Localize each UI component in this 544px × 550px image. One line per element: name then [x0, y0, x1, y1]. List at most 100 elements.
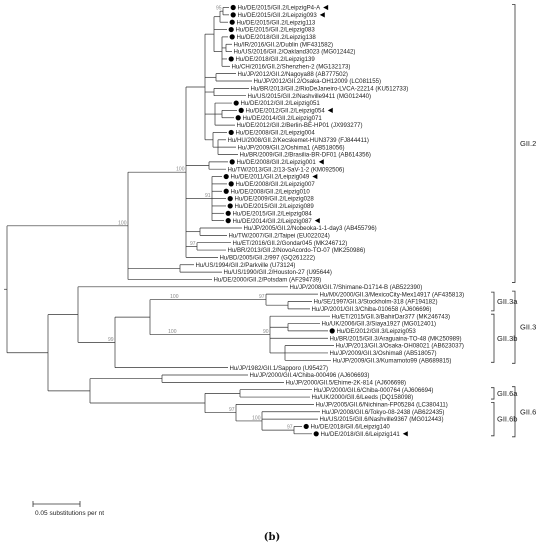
highlight-arrow-icon	[318, 159, 324, 165]
genogroup-label-gii3b: GII.3b	[497, 334, 517, 343]
leaf-label: Hu/JP/2012/GII.2/Osaka-OH12009 (LC081155…	[254, 78, 382, 85]
leaf-label: Hu/DE/2015/GII.2/Leipzig113	[237, 19, 316, 26]
leaf-label: Hu/ET/2015/GII.3/BahirDar377 (MK246743)	[332, 313, 451, 320]
bootstrap-value: 97	[190, 241, 196, 247]
bootstrap-value: 95	[216, 6, 222, 12]
study-strain-marker	[228, 26, 234, 33]
leaf-label: Hu/US/1994/GII.2/Parkville (U73124)	[196, 262, 296, 269]
leaf-label: Hu/DE/2008/GII.2/Leipzig004	[236, 130, 316, 137]
study-strain-marker	[238, 107, 244, 113]
leaf-label: Hu/JP/2008/GII.7/Shimane-D1714-B (AB5223…	[290, 284, 423, 291]
leaf-label: Hu/DE/2018/GII.6/Leipzig141	[321, 431, 401, 438]
leaf-label: Hu/TW/2013/GII.2/13-SaV-1-2 (KM092506)	[228, 166, 345, 173]
leaf-label: Hu/JP/2009/GII.3/Kumamoto99 (AB689815)	[333, 357, 452, 364]
study-strain-marker	[233, 100, 239, 106]
bootstrap-value: 97	[259, 294, 265, 300]
study-strain-marker	[303, 423, 309, 430]
leaf-label: Hu/DE/2018/GII.2/Leipzig139	[236, 56, 316, 63]
leaf-label: Hu/BD/2005/GII.2/997 (GQ261222)	[220, 255, 316, 262]
leaf-label: Hu/JP/2008/GII.6/Tokyo-08-2438 (AB622435…	[322, 409, 445, 416]
bootstrap-value: 97	[287, 425, 293, 431]
leaf-label: Hu/UK/2000/GII.6/Leeds (DQ158098)	[312, 394, 414, 401]
leaf-label: Hu/DE/2000/GII.2/Potsdam (AF294739)	[214, 277, 322, 284]
leaf-label: Hu/JP/2012/GII.2/Nagoya88 (AB777502)	[238, 71, 348, 78]
leaf-label: Hu/IR/2016/GII.2/Dublin (MF431582)	[234, 41, 334, 48]
figure-caption: (b)	[263, 532, 281, 543]
leaf-label: Hu/TW/2007/GII.2/Taipei (EU022024)	[229, 232, 330, 239]
leaf-label: Hu/DE/2015/GII.2/Leipzig089	[235, 203, 315, 210]
leaf-label: Hu/HU/2008/GII.2/Kecskemet-HUN3739 (FJ84…	[228, 137, 369, 144]
leaf-label: Hu/UK/2006/GII.3/Siaya1927 (MG012401)	[322, 321, 437, 328]
highlight-arrow-icon	[312, 173, 318, 180]
leaf-label: Hu/BR/2015/GII.3/Araguaina-TO-48 (MK2509…	[330, 335, 462, 342]
leaf-label: Hu/DE/2011/GII.2/Leipzig049	[231, 174, 310, 181]
leaf-label: Hu/CH/2016/GII.2/Shenzhen-2 (MG132173)	[232, 63, 351, 70]
study-strain-marker	[227, 203, 233, 209]
leaf-label: Hu/JP/2000/GII.5/Ehime-2K-814 (AJ606698)	[286, 379, 407, 386]
tree-branches	[4, 7, 334, 435]
leaf-label: Hu/DE/2012/GII.2/Leipzig051	[241, 100, 321, 107]
bootstrap-value: 100	[170, 294, 179, 300]
highlight-arrow-icon	[319, 12, 325, 18]
genogroup-label-gii3: GII.3	[520, 323, 536, 332]
leaf-label: Hu/DE/2008/GII.2/Leipzig010	[231, 188, 311, 195]
leaf-label: Hu/BR/2013/GII.2/NovoAcordo-TO-07 (MK250…	[228, 247, 366, 254]
leaf-label: Hu/JP/2013/GII.3/Osaka-OH08021 (AB623037…	[336, 343, 464, 350]
study-strain-marker	[229, 19, 235, 25]
study-strain-marker	[225, 210, 231, 216]
study-strain-marker	[229, 34, 235, 40]
leaf-label: Hu/DE/2015/GII.2/Leipzig093	[238, 12, 318, 19]
bootstrap-value: 100	[168, 329, 177, 335]
leaf-labels: Hu/DE/2015/GII.2/LeipzigP4-AHu/DE/2015/G…	[196, 5, 465, 438]
study-strain-marker	[223, 188, 229, 194]
genogroup-label-gii2: GII.2	[520, 139, 536, 148]
leaf-label: Hu/JP/2009/GII.3/Oshima8 (AB518057)	[330, 350, 437, 357]
bootstrap-value: 91	[205, 193, 211, 199]
study-strain-markers	[223, 4, 408, 437]
study-strain-marker	[225, 218, 231, 224]
bootstrap-value: 97	[229, 407, 235, 413]
genogroup-label-gii6a: GII.6a	[497, 389, 518, 398]
study-strain-marker	[227, 196, 233, 202]
study-strain-marker	[235, 115, 241, 121]
study-strain-marker	[223, 173, 229, 180]
leaf-label: Hu/DE/2018/GII.2/Leipzig138	[237, 34, 317, 41]
genogroup-label-gii3a: GII.3a	[497, 297, 518, 306]
leaf-label: Hu/DE/2012/GII.3/Leipzig053	[337, 328, 417, 335]
leaf-label: Hu/BR/2013/GII.2/RioDeJaneiro-LVCA-22214…	[251, 85, 409, 92]
study-strain-marker	[228, 56, 234, 62]
leaf-label: Hu/JP/2005/GII.2/Nobeoka-1-1-day3 (AB455…	[244, 225, 377, 232]
leaf-label: Hu/JP/2009/GII.2/Oshima1 (AB518056)	[238, 144, 345, 151]
leaf-label: Hu/ET/2016/GII.2/Gondar045 (MK246712)	[233, 240, 348, 247]
bootstrap-value: 100	[176, 167, 185, 173]
leaf-label: Hu/DE/2009/GII.2/Leipzig028	[235, 196, 315, 203]
bootstrap-value: 100	[252, 415, 261, 421]
leaf-label: Hu/JP/1982/GII.1/Sapporo (U95427)	[230, 365, 329, 372]
leaf-label: Hu/US/2015/GII.6/Nashville9367 (MG012443…	[320, 416, 444, 423]
leaf-label: Hu/MX/2000/GII.3/MexicoCity-Mex14917 (AF…	[320, 291, 465, 298]
bootstrap-value: 99	[108, 337, 114, 343]
leaf-label: Hu/DE/2008/GII.2/Leipzig001	[237, 159, 317, 166]
highlight-arrow-icon	[314, 218, 320, 224]
bootstrap-value: 100	[118, 220, 127, 226]
highlight-arrow-icon	[323, 4, 329, 11]
study-strain-marker	[230, 12, 236, 18]
scale-bar-label: 0.05 substitutions per nt	[35, 510, 104, 517]
genogroup-label-gii6: GII.6	[520, 407, 536, 416]
leaf-label: Hu/JP/2000/GII.6/Chiba-000764 (AJ606694)	[314, 387, 434, 394]
leaf-label: Hu/DE/2012/GII.2/Leipzig054	[246, 108, 326, 115]
leaf-label: Hu/DE/2015/GII.2/Leipzig083	[236, 27, 316, 34]
leaf-label: Hu/DE/2015/GII.2/LeipzigP4-A	[238, 5, 322, 12]
study-strain-marker	[229, 159, 235, 165]
leaf-label: Hu/DE/2008/GII.2/Leipzig007	[236, 181, 316, 188]
leaf-label: Hu/DE/2018/GII.6/Leipzig140	[311, 424, 391, 431]
leaf-label: Hu/DE/2015/GII.2/Leipzig084	[233, 210, 313, 217]
leaf-label: Hu/DE/2014/GII.2/Leipzig087	[233, 218, 313, 225]
study-strain-marker	[228, 129, 234, 136]
leaf-label: Hu/JP/2000/GII.4/Chiba-000496 (AJ606693)	[250, 372, 370, 379]
highlight-arrow-icon	[327, 107, 333, 113]
leaf-label: Hu/BR/2009/GII.2/Brasilia-BR-DF01 (AB614…	[240, 152, 371, 159]
